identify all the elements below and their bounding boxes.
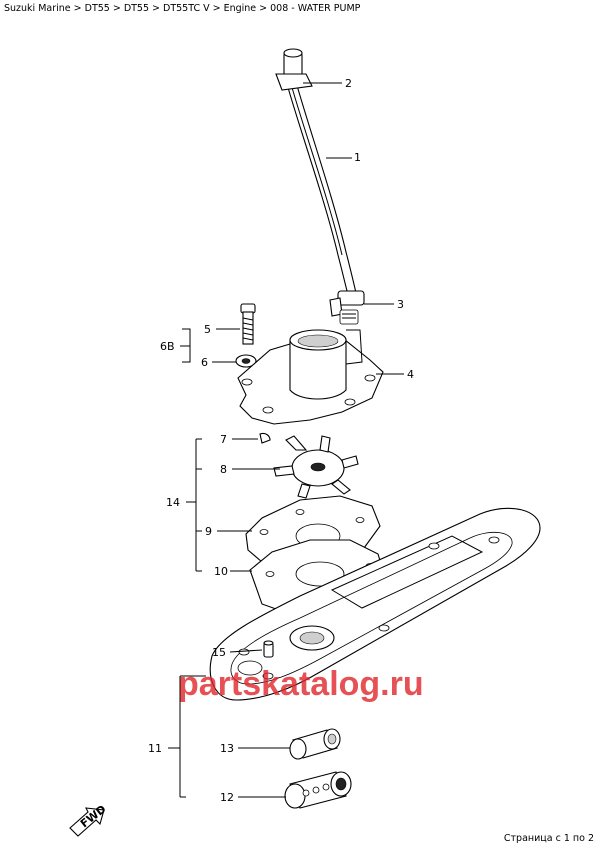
callout-15[interactable]: 15 [212,646,226,659]
callout-3[interactable]: 3 [397,298,404,311]
callout-1[interactable]: 1 [354,151,361,164]
callout-12[interactable]: 12 [220,791,234,804]
breadcrumb-item-suzuki-marine[interactable]: Suzuki Marine [4,3,71,14]
callout-14[interactable]: 14 [166,496,180,509]
impeller-part-8[interactable] [273,435,359,499]
forward-arrow-icon: FWD [69,802,109,837]
key-part-7[interactable] [259,432,271,444]
breadcrumb-separator: > [112,3,121,14]
breadcrumb-current-water-pump: 008 - WATER PUMP [270,3,361,14]
callout-6[interactable]: 6 [201,356,208,369]
page-indicator: Страница с 1 по 2 [503,833,594,844]
breadcrumb-item-dt55-model[interactable]: DT55 [123,3,150,14]
breadcrumb-separator: > [73,3,82,14]
leader-lines [168,82,404,798]
watermark: partskatalog.ru [178,665,424,703]
breadcrumb-separator: > [259,3,268,14]
washer-part-6[interactable] [235,354,257,368]
callout-9[interactable]: 9 [205,525,212,538]
water-tube-part-1[interactable] [286,81,359,303]
bearing-part-12[interactable] [284,771,352,809]
callout-13[interactable]: 13 [220,742,234,755]
breadcrumb: Suzuki Marine>DT55>DT55>DT55TC V>Engine>… [4,3,360,14]
seal-part-13[interactable] [289,728,341,760]
grommet-part-2[interactable] [275,48,313,91]
callout-2[interactable]: 2 [345,77,352,90]
callout-4[interactable]: 4 [407,368,414,381]
breadcrumb-separator: > [212,3,221,14]
pump-case-part-4[interactable] [237,329,384,425]
breadcrumb-item-dt55tc-v[interactable]: DT55TC V [163,3,210,14]
callout-10[interactable]: 10 [214,565,228,578]
callout-11[interactable]: 11 [148,742,162,755]
breadcrumb-separator: > [152,3,160,14]
callout-5[interactable]: 5 [204,323,211,336]
bolt-part-5[interactable] [240,303,256,345]
fwd-label: FWD [78,802,109,830]
tube-seal-part-3[interactable] [329,290,365,325]
callout-6b[interactable]: 6B [160,340,175,353]
breadcrumb-item-engine[interactable]: Engine [223,3,257,14]
callout-7[interactable]: 7 [220,433,227,446]
breadcrumb-item-dt55-series[interactable]: DT55 [84,3,110,14]
lower-gasket-part-11[interactable] [209,507,541,701]
dowel-pin-part-15[interactable] [263,640,274,658]
callout-8[interactable]: 8 [220,463,227,476]
